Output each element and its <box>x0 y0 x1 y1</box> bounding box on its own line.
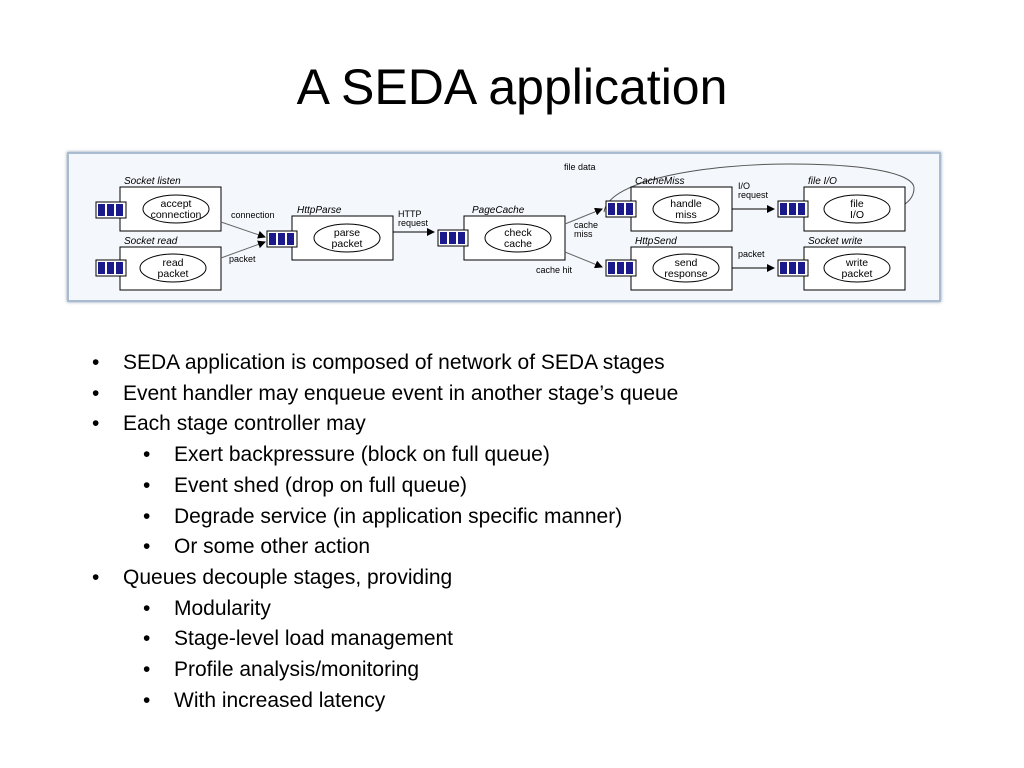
bullet-marker: • <box>143 658 151 681</box>
file-data-loop <box>603 163 915 213</box>
handler-text-socket-write-1: write <box>845 257 868 269</box>
edge-cache-hit <box>564 251 603 269</box>
stage-label-file-io: file I/O <box>808 176 837 187</box>
edge-label-connection: connection <box>231 210 275 220</box>
bullet-marker: • <box>143 504 151 528</box>
handler-text-http-parse-2: packet <box>332 238 363 250</box>
queue-socket-read <box>95 259 127 277</box>
bullet-text: Stage-level load management <box>174 627 454 651</box>
stage-label-http-parse: HttpParse <box>297 205 342 216</box>
handler-socket-listen <box>142 194 210 224</box>
handler-file-io <box>823 194 891 224</box>
bullet-text: Queues decouple stages, providing <box>123 565 453 589</box>
bullet-text: Or some other action <box>174 535 371 559</box>
bullet-marker: • <box>92 565 100 589</box>
queue-http-parse <box>266 230 298 248</box>
edge-label-cache-hit: cache hit <box>536 265 573 275</box>
bullet-marker: • <box>92 351 100 374</box>
bullet-text: Modularity <box>174 596 271 620</box>
bullet-marker: • <box>143 627 151 651</box>
edge-label-packet-send: packet <box>738 249 765 259</box>
handler-http-send <box>652 253 720 283</box>
handler-http-parse <box>313 223 381 253</box>
queue-socket-write <box>777 259 809 277</box>
handler-page-cache <box>484 223 552 253</box>
bullet-text: Each stage controller may <box>123 412 366 436</box>
edge-label-packet-read: packet <box>229 254 256 264</box>
handler-text-page-cache-1: check <box>504 227 532 239</box>
slide-title: A SEDA application <box>296 59 728 115</box>
queue-http-send <box>605 259 637 277</box>
bullet-text: With increased latency <box>174 688 386 712</box>
queue-socket-listen <box>95 201 127 219</box>
edge-label-http-request-2: request <box>398 218 429 228</box>
edge-cache-miss <box>564 207 603 225</box>
stage-label-socket-listen: Socket listen <box>124 176 181 187</box>
bullet-marker: • <box>143 596 151 620</box>
bullet-marker: • <box>143 688 151 712</box>
stage-label-http-send: HttpSend <box>635 236 677 247</box>
handler-text-http-send-1: send <box>675 257 698 269</box>
handler-socket-write <box>823 253 891 283</box>
edge-label-http-request-1: HTTP <box>398 209 422 219</box>
edge-connection <box>220 221 266 239</box>
handler-text-socket-listen-2: connection <box>151 209 202 221</box>
handler-text-http-parse-1: parse <box>334 227 360 239</box>
bullet-marker: • <box>92 412 100 436</box>
handler-cache-miss <box>652 194 720 224</box>
queue-page-cache <box>437 229 469 247</box>
stage-label-socket-write: Socket write <box>808 236 863 247</box>
edge-label-io-request-1: I/O <box>738 181 750 191</box>
handler-socket-read <box>139 253 207 283</box>
bullet-marker: • <box>92 381 100 405</box>
handler-text-socket-read-2: packet <box>158 268 189 280</box>
handler-text-page-cache-2: cache <box>504 238 532 250</box>
handler-text-http-send-2: response <box>664 268 707 280</box>
handler-text-cache-miss-1: handle <box>670 198 702 210</box>
handler-text-file-io-2: I/O <box>850 209 864 221</box>
bullet-marker: • <box>143 535 151 559</box>
stage-label-cache-miss: CacheMiss <box>635 176 684 187</box>
edge-label-cache-miss-1: cache <box>574 220 598 230</box>
bullet-text: Profile analysis/monitoring <box>174 658 420 681</box>
handler-text-socket-write-2: packet <box>842 268 873 280</box>
edge-label-cache-miss-2: miss <box>574 229 593 239</box>
stage-label-page-cache: PageCache <box>472 205 525 216</box>
seda-diagram-svg: file data Socket listen accept connectio… <box>95 162 915 291</box>
handler-text-file-io-1: file <box>850 198 864 210</box>
bullet-text: Event handler may enqueue event in anoth… <box>123 381 679 405</box>
handler-text-cache-miss-2: miss <box>675 209 697 221</box>
seda-diagram: file data Socket listen accept connectio… <box>67 152 941 302</box>
handler-text-socket-listen-1: accept <box>161 198 192 210</box>
bullet-text: Event shed (drop on full queue) <box>174 473 468 497</box>
bullet-marker: • <box>143 443 151 467</box>
queue-file-io <box>777 200 809 218</box>
edge-packet-read <box>220 240 266 259</box>
edge-label-io-request-2: request <box>738 190 769 200</box>
edge-label-file-data: file data <box>564 162 596 172</box>
bullet-marker: • <box>143 473 151 497</box>
queue-cache-miss <box>605 200 637 218</box>
bullet-text: SEDA application is composed of network … <box>123 351 665 374</box>
bullet-text: Degrade service (in application specific… <box>174 504 623 528</box>
stage-label-socket-read: Socket read <box>124 236 178 247</box>
handler-text-socket-read-1: read <box>162 257 183 269</box>
bullet-text: Exert backpressure (block on full queue) <box>174 443 550 467</box>
